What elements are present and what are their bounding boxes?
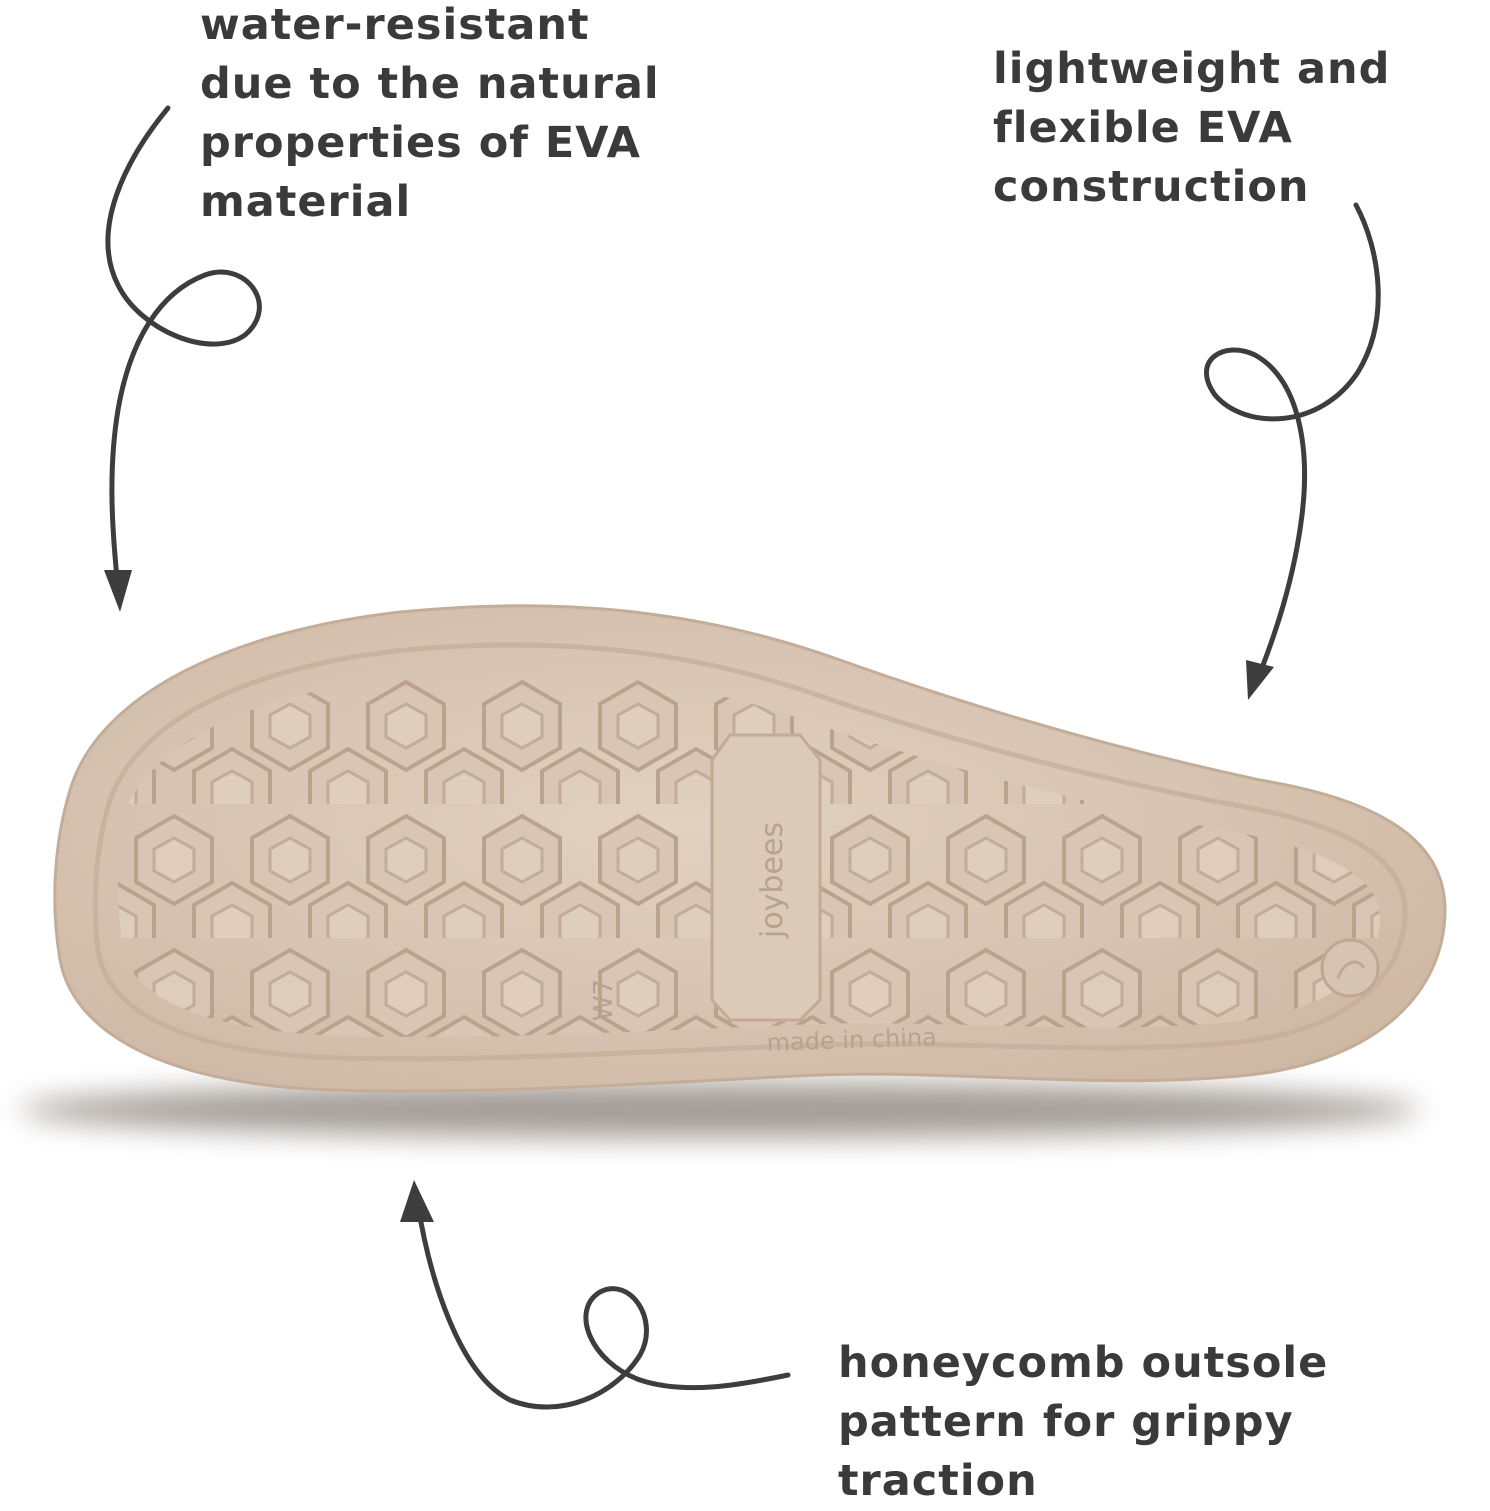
callout-line: water-resistant (200, 0, 590, 50)
callout-lightweight: lightweight and flexible EVA constructio… (993, 40, 1390, 217)
callout-water-resistant: water-resistant due to the natural prope… (200, 0, 660, 232)
callout-line: due to the natural (200, 59, 660, 109)
callout-line: honeycomb outsole (838, 1338, 1329, 1388)
size-text: W7 (589, 979, 619, 1021)
callout-honeycomb: honeycomb outsole pattern for grippy tra… (838, 1334, 1328, 1511)
brand-text: joybees (755, 822, 790, 939)
callout-line: lightweight and (993, 44, 1391, 94)
callout-line: properties of EVA (200, 118, 641, 168)
arrow-water-resistant (104, 105, 262, 612)
callout-line: construction (993, 162, 1310, 212)
arrow-lightweight (1204, 202, 1381, 700)
origin-text: made in china (766, 1023, 937, 1057)
callout-line: pattern for grippy (838, 1397, 1294, 1447)
arrow-honeycomb (400, 1180, 791, 1410)
callout-line: flexible EVA (993, 103, 1293, 153)
callout-line: traction (838, 1456, 1038, 1506)
callout-line: material (200, 177, 412, 227)
logo-medallion-icon (1320, 938, 1380, 998)
